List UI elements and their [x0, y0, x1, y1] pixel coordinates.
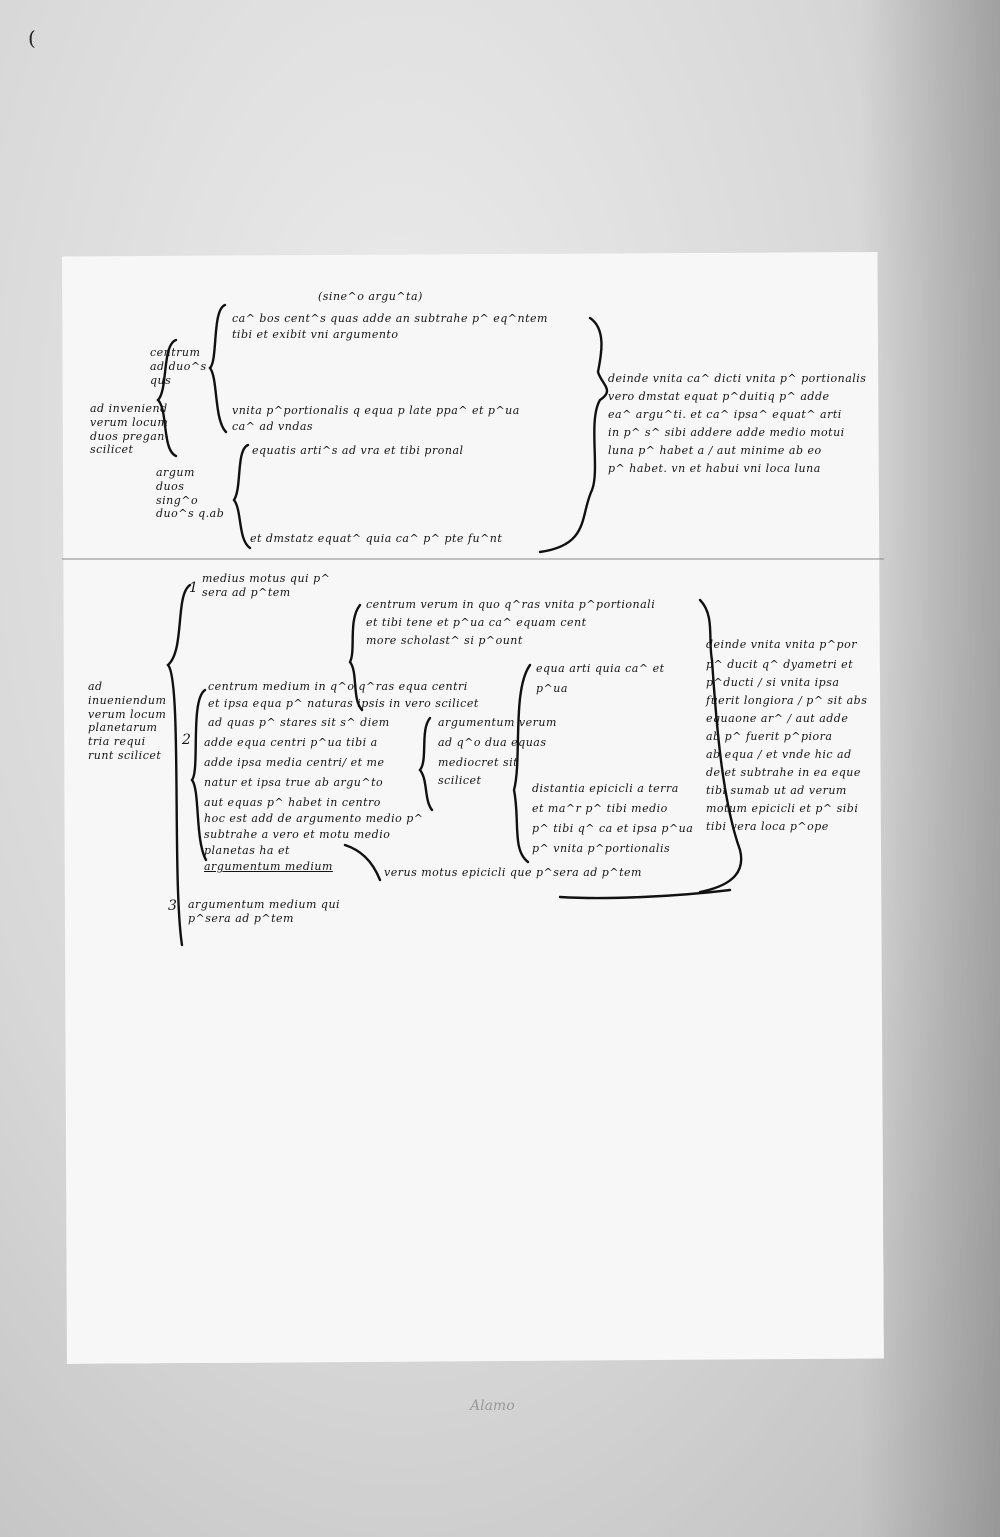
top-right-line: deinde vnita ca^ dicti vnita p^ portiona…: [608, 372, 867, 385]
bottom-left-inner-bracket: [190, 688, 208, 862]
argument-line: ad q^o dua equas: [438, 736, 547, 749]
faint-bottom-text: Alamo: [470, 1398, 515, 1414]
bottom-mid-bracket: [418, 716, 434, 812]
top-left-label: ad inveniend verum locum duos pregan- sc…: [90, 402, 170, 457]
bottom-right-bracket: [698, 598, 743, 894]
numeral-1: 1: [189, 580, 199, 596]
folio-corner-mark: (: [28, 26, 36, 50]
bottom-item-3: argumentum medium qui p^sera ad p^tem: [188, 898, 341, 925]
distant-line: p^ vnita p^portionalis: [532, 842, 671, 855]
left-block-line: subtrahe a vero et motu medio: [204, 828, 391, 841]
bottom-right-line: ab equa / et vnde hic ad: [706, 748, 852, 761]
top-line: ca^ ad vndas: [232, 420, 314, 433]
center-line: et tibi tene et p^ua ca^ equam cent: [366, 616, 587, 629]
bottom-right-line: motum epicicli et p^ sibi: [706, 802, 859, 815]
top-right-line: vero dmstat equat p^duitiq p^ adde: [608, 390, 830, 403]
top-left-bracket: [156, 338, 178, 458]
top-line: tibi et exibit vni argumento: [232, 328, 399, 341]
bottom-right-line: de et subtrahe in ea eque: [706, 766, 861, 779]
bottom-right-line: p^ ducit q^ dyametri et: [706, 658, 854, 671]
left-block-line: natur et ipsa true ab argu^to: [204, 776, 384, 789]
top-bracket-b: [232, 443, 252, 550]
numeral-3: 3: [168, 898, 178, 914]
distant-line: p^ tibi q^ ca et ipsa p^ua: [532, 822, 694, 835]
left-block-line: adde ipsa media centri/ et me: [204, 756, 385, 769]
left-block-line: ad quas p^ stares sit s^ diem: [208, 716, 390, 729]
inserted-paper-slip: [62, 252, 884, 1364]
argument-line: argumentum verum: [438, 716, 557, 729]
left-block-line: et ipsa equa p^ naturas ipsis in vero sc…: [208, 697, 479, 710]
argument-line: scilicet: [438, 774, 482, 787]
top-line: equatis arti^s ad vra et tibi pronal: [252, 444, 464, 457]
numeral-2: 2: [182, 732, 192, 748]
top-line: ca^ bos cent^s quas adde an subtrahe p^ …: [232, 312, 548, 325]
left-block-line: adde equa centri p^ua tibi a: [204, 736, 378, 749]
bottom-right-line: ab p^ fuerit p^piora: [706, 730, 833, 743]
top-bracket-a: [208, 303, 228, 434]
equat-line: p^ua: [536, 682, 568, 695]
fold-line: [62, 558, 884, 560]
center-line: more scholast^ si p^ount: [366, 634, 523, 647]
bottom-equat-bracket: [512, 663, 532, 864]
bottom-right-line: deinde vnita vnita p^por: [706, 638, 857, 651]
left-block-line: centrum medium in q^o q^ras equa centri: [208, 680, 468, 693]
left-block-line: planetas ha et: [204, 844, 290, 857]
bottom-verus-bracket: [343, 843, 382, 882]
top-right-bracket: [538, 316, 609, 554]
bottom-right-line: tibi vera loca p^ope: [706, 820, 829, 833]
left-block-line: aut equas p^ habet in centro: [204, 796, 381, 809]
bottom-right-line: fuerit longiora / p^ sit abs: [706, 694, 868, 707]
top-line: vnita p^portionalis q equa p late ppa^ e…: [232, 404, 520, 417]
bottom-big-bracket: [166, 583, 192, 947]
top-heading: (sine^o argu^ta): [318, 290, 423, 303]
top-right-line: ea^ argu^ti. et ca^ ipsa^ equat^ arti: [608, 408, 842, 421]
center-line: centrum verum in quo q^ras vnita p^porti…: [366, 598, 656, 611]
distant-line: distantia epicicli a terra: [532, 782, 679, 795]
argument-line: mediocret sit: [438, 756, 519, 769]
bottom-center-bracket: [348, 603, 364, 712]
verus-underline: [558, 888, 732, 900]
bottom-left-label: ad inueniendum verum locum planetarum tr…: [88, 680, 167, 762]
top-branch-a-label: centrum ad duo^s qus: [150, 346, 207, 387]
bottom-right-line: equaone ar^ / aut adde: [706, 712, 849, 725]
top-right-line: luna p^ habet a / aut minime ab eo: [608, 444, 822, 457]
left-block-line: argumentum medium: [204, 860, 333, 873]
top-line: et dmstatz equat^ quia ca^ p^ pte fu^nt: [250, 532, 503, 545]
bottom-right-line: p^ducti / si vnita ipsa: [706, 676, 840, 689]
equat-line: equa arti quia ca^ et: [536, 662, 665, 675]
top-branch-b-label: argum duos sing^o duo^s q.ab: [156, 466, 225, 521]
verus-motus-line: verus motus epicicli que p^sera ad p^tem: [384, 866, 642, 879]
top-right-line: in p^ s^ sibi addere adde medio motui: [608, 426, 845, 439]
bottom-right-line: tibi sumab ut ad verum: [706, 784, 847, 797]
top-right-line: p^ habet. vn et habui vni loca luna: [608, 462, 821, 475]
left-block-line: hoc est add de argumento medio p^: [204, 812, 424, 825]
distant-line: et ma^r p^ tibi medio: [532, 802, 668, 815]
bottom-item-1: medius motus qui p^ sera ad p^tem: [202, 572, 331, 599]
